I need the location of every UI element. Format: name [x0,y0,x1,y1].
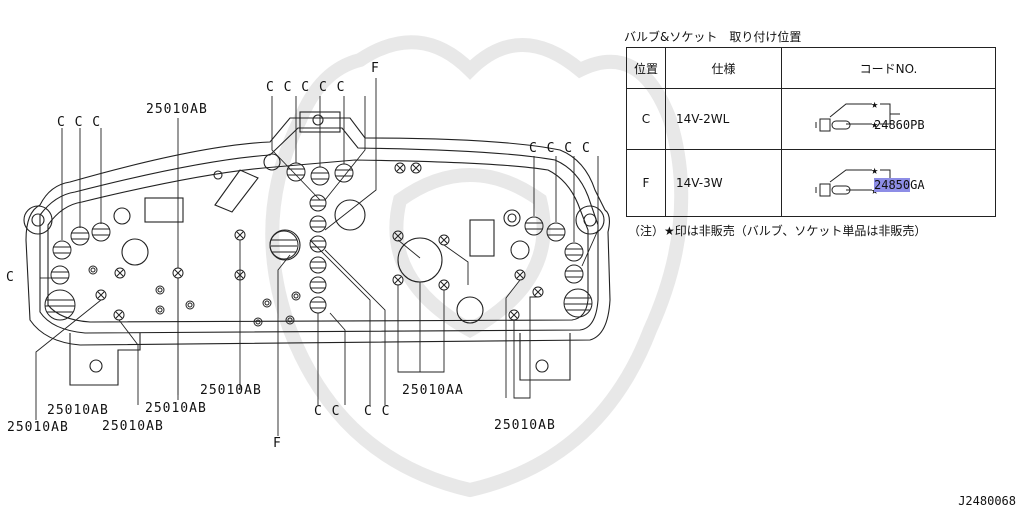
table-row: F 14V-3W 24850GA [626,149,996,217]
callout-c-left-group: C C C [57,115,102,130]
callout-ab-top: 25010AB [146,102,208,117]
callout-ab-2: 25010AB [145,401,207,416]
callout-f-top: F [371,61,380,76]
callout-c-bottom-1: C C [314,404,341,419]
callout-c-bottom-2: C C [364,404,391,419]
header-position: 位置 [626,47,666,89]
row-code-highlight: 24850 [874,178,911,192]
callout-ab-4: 25010AB [102,419,164,434]
row-spec: 14V-3W [665,149,782,217]
callout-ab-right: 25010AB [494,418,556,433]
diagram-reference-id: J2480068 [958,494,1016,508]
callout-ab-1: 25010AB [47,403,109,418]
table-title: バルブ&ソケット 取り付け位置 [624,30,802,44]
row-code-cell: 24860PB [781,88,996,150]
row-code-suffix: GA [910,178,925,192]
callout-c-left: C [6,270,15,285]
callout-c-right-group: C C C C [529,141,591,156]
table-note: （注）★印は非販売（バルブ、ソケット単品は非販売） [628,224,927,238]
cluster-outer-housing [25,117,611,346]
callout-ab-3: 25010AB [7,420,69,435]
watermark-emblem [265,35,689,498]
header-spec: 仕様 [665,47,782,89]
row-spec: 14V-2WL [665,88,782,150]
row-code: 24860PB [874,118,925,132]
table-row: C 14V-2WL 24860PB [626,88,996,150]
callout-f-bottom: F [273,436,282,451]
row-position: C [626,88,666,150]
header-code: コードNO. [781,47,996,89]
callout-aa: 25010AA [402,383,464,398]
callout-c-top-group: C C C C C [266,80,346,95]
bulb-socket-table: 位置 仕様 コードNO. C 14V-2WL 24860PB F 14V-3W … [626,47,996,217]
callout-ab-mid: 25010AB [200,383,262,398]
row-code-cell: 24850GA [781,149,996,217]
leader-lines [35,78,599,436]
table-header-row: 位置 仕様 コードNO. [626,47,996,89]
socket-group [44,162,593,321]
cluster-inner-housing [39,127,599,334]
row-position: F [626,149,666,217]
